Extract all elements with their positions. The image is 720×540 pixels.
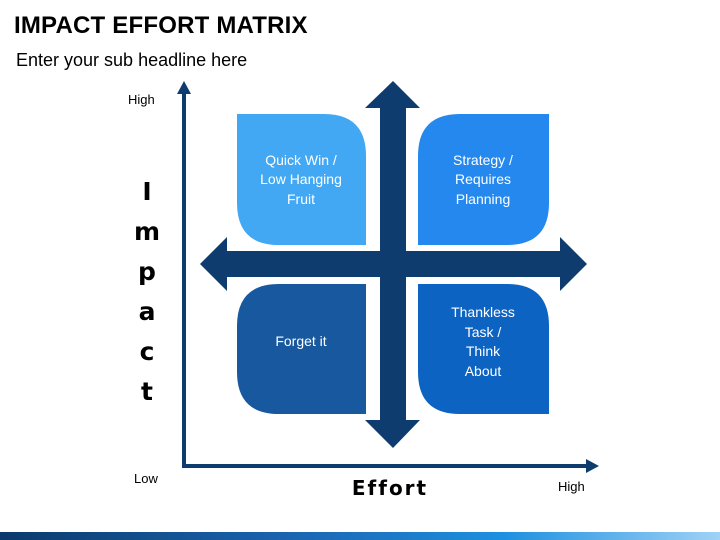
quadrant-quick-win-shape bbox=[237, 114, 366, 245]
quadrant-forget-it-label: Forget it bbox=[240, 292, 362, 392]
strategy-line-2: Requires bbox=[454, 171, 511, 188]
page-subtitle: Enter your sub headline here bbox=[16, 50, 248, 70]
y-axis-low-label: Low bbox=[134, 471, 158, 486]
quadrant-thankless-label: Thankless Task / Think About bbox=[421, 290, 545, 394]
page-title: IMPACT EFFORT MATRIX bbox=[14, 12, 308, 39]
thankless-line-1: Thankless bbox=[451, 304, 515, 320]
quick-win-line-1: Quick Win / bbox=[265, 151, 337, 168]
y-axis-high-label: High bbox=[128, 92, 155, 107]
strategy-line-3: Planning bbox=[455, 190, 511, 207]
quadrant-strategy-label: Strategy / Requires Planning bbox=[421, 130, 545, 230]
quadrant-strategy-shape bbox=[418, 114, 549, 245]
x-axis-high-label: High bbox=[558, 479, 585, 494]
y-axis-title-letter: a bbox=[138, 297, 156, 326]
y-axis-arrowhead bbox=[177, 81, 191, 94]
quadrant-shapes bbox=[237, 114, 549, 414]
thankless-line-4: About bbox=[464, 362, 502, 379]
y-axis-title-letter: m bbox=[133, 217, 161, 246]
y-axis-title-letter: I bbox=[142, 177, 152, 206]
thankless-line-2: Task / bbox=[464, 323, 502, 340]
x-axis-title: Effort bbox=[351, 476, 429, 500]
y-axis-title-letter: t bbox=[141, 377, 153, 406]
quadrant-quick-win-label: Quick Win / Low Hanging Fruit bbox=[240, 130, 362, 230]
thankless-line-3: Think bbox=[465, 343, 501, 359]
quadrant-thankless-shape bbox=[418, 284, 549, 414]
quick-win-line-2: Low Hanging bbox=[260, 171, 342, 188]
x-axis-arrowhead bbox=[586, 459, 599, 473]
footer-accent-bar bbox=[0, 532, 720, 540]
quadrant-forget-it-shape bbox=[237, 284, 366, 414]
center-cross-arrows bbox=[200, 81, 587, 448]
horizontal-double-arrow bbox=[200, 237, 587, 291]
y-axis-title-letter: c bbox=[139, 337, 155, 366]
axes bbox=[177, 81, 599, 473]
quick-win-line-3: Fruit bbox=[286, 190, 315, 207]
forget-it-line-1: Forget it bbox=[275, 333, 327, 350]
y-axis-title-letter: p bbox=[138, 257, 156, 286]
strategy-line-1: Strategy / bbox=[453, 151, 513, 168]
